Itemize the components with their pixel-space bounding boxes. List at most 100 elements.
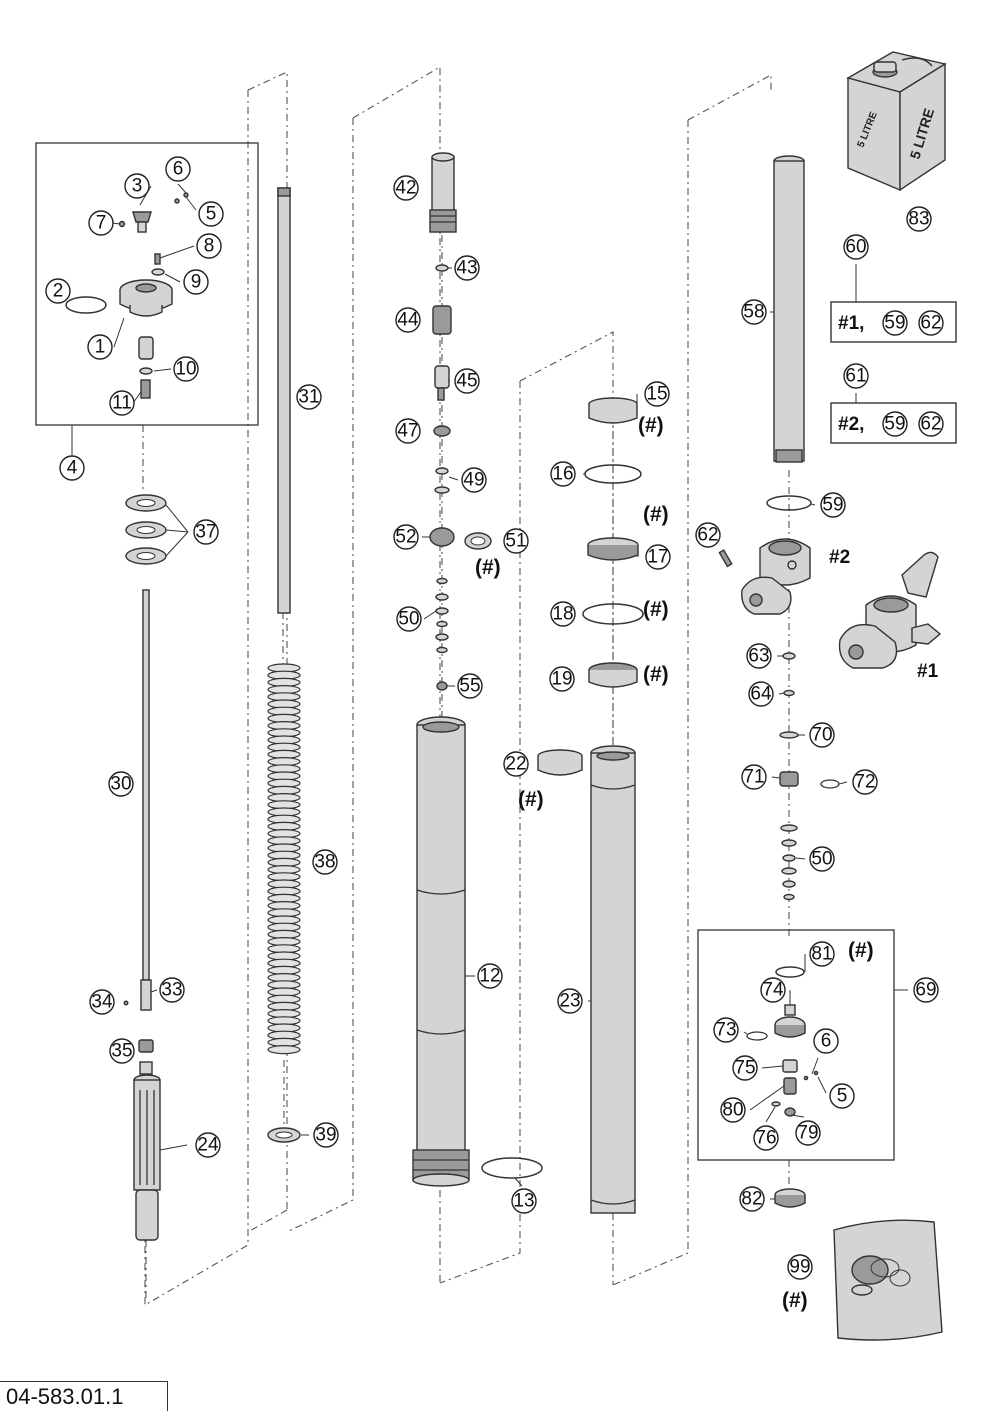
callout-76: 76 <box>755 1128 776 1149</box>
callout-circle-24 <box>195 1132 221 1158</box>
callout-19: 19 <box>551 669 572 690</box>
callout-6b: 6 <box>821 1031 832 1052</box>
callout-circle-1 <box>87 334 113 360</box>
callout-circle-23 <box>557 988 583 1014</box>
callout-10: 10 <box>175 359 196 380</box>
callout-50b: 50 <box>811 849 832 870</box>
callout-1: 1 <box>95 337 106 358</box>
callout-30: 30 <box>110 774 131 795</box>
callout-63: 63 <box>748 646 769 667</box>
damper-rod-group <box>123 494 189 1241</box>
callout-circle-31 <box>296 384 322 410</box>
callout-83: 83 <box>908 209 929 230</box>
callout-3: 3 <box>132 176 143 197</box>
seal-kit-bag <box>833 1219 943 1341</box>
callout-59: 59 <box>822 495 843 516</box>
kit-60: #1, 59 62 <box>830 264 957 343</box>
hash-note: (#) <box>475 556 501 579</box>
callout-circle-16 <box>550 461 576 487</box>
callout-73: 73 <box>715 1020 736 1041</box>
callout-23: 23 <box>559 991 580 1012</box>
triple-clamp-1 <box>838 551 942 669</box>
callout-8: 8 <box>204 236 215 257</box>
callout-circle-70 <box>809 722 835 748</box>
callout-16: 16 <box>552 464 573 485</box>
callout-circle-37 <box>193 519 219 545</box>
callout-61: 61 <box>845 366 866 387</box>
hash-note: (#) <box>643 598 669 621</box>
callout-circle-64 <box>748 681 774 707</box>
hash-note: (#) <box>782 1289 808 1312</box>
callout-24: 24 <box>197 1135 219 1156</box>
callout-18: 18 <box>552 604 573 625</box>
kit-60-text: #1, <box>838 313 864 334</box>
callout-5: 5 <box>206 204 217 225</box>
callout-82: 82 <box>741 1189 762 1210</box>
callout-circle-79 <box>795 1120 821 1146</box>
hash-note: (#) <box>518 788 544 811</box>
callout-circle-13 <box>511 1188 537 1214</box>
callout-50: 50 <box>398 609 419 630</box>
callout-72: 72 <box>854 772 875 793</box>
callout-circle-22 <box>503 751 529 777</box>
callout-circle-7 <box>88 210 114 236</box>
triple-clamp-2 <box>718 538 811 615</box>
callout-circle-5b <box>829 1083 855 1109</box>
callout-69: 69 <box>915 980 936 1001</box>
callout-circle-99 <box>787 1254 813 1280</box>
callout-33: 33 <box>161 980 182 1001</box>
callout-circle-2 <box>45 278 71 304</box>
callout-circle-6b <box>813 1028 839 1054</box>
right-column-group <box>697 155 942 1208</box>
callout-39: 39 <box>315 1125 336 1146</box>
callout-99: 99 <box>789 1257 810 1278</box>
callout-circle-76 <box>753 1125 779 1151</box>
callout-34: 34 <box>91 992 113 1013</box>
callout-circle-10 <box>173 356 199 382</box>
callout-circle-60 <box>843 234 869 260</box>
callout-circle-19 <box>549 666 575 692</box>
callout-circle-71 <box>741 764 767 790</box>
callout-15: 15 <box>646 384 667 405</box>
callout-circle-73 <box>713 1017 739 1043</box>
callout-circle-35 <box>109 1038 135 1064</box>
callout-11: 11 <box>112 393 132 414</box>
callout-22: 22 <box>505 754 526 775</box>
hash-note: (#) <box>638 414 664 437</box>
callout-62: 62 <box>697 525 718 546</box>
kit-60-part-b: 62 <box>920 313 941 334</box>
callout-60: 60 <box>845 237 866 258</box>
callout-circle-6 <box>165 156 191 182</box>
callout-71: 71 <box>743 767 764 788</box>
callout-47: 47 <box>397 421 418 442</box>
callout-circle-51 <box>503 528 529 554</box>
callout-circle-17 <box>645 544 671 570</box>
callout-4: 4 <box>67 458 78 479</box>
callout-38: 38 <box>314 852 335 873</box>
hash-note: (#) <box>643 503 669 526</box>
callout-52: 52 <box>395 527 416 548</box>
callout-45: 45 <box>456 371 477 392</box>
callout-17: 17 <box>647 547 668 568</box>
spring-coil <box>267 1044 301 1055</box>
callout-55: 55 <box>459 676 480 697</box>
callout-51: 51 <box>505 531 526 552</box>
callout-circle-83 <box>906 206 932 232</box>
fork-spring <box>267 663 301 1055</box>
callout-circle-82 <box>739 1186 765 1212</box>
callout-circle-9 <box>183 269 209 295</box>
callout-circle-45 <box>454 368 480 394</box>
callout-58: 58 <box>743 302 764 323</box>
callout-circle-52 <box>393 524 419 550</box>
cap-assembly-group <box>35 142 259 455</box>
callout-circle-42 <box>393 175 419 201</box>
callout-31: 31 <box>298 387 319 408</box>
callout-circle-38 <box>312 849 338 875</box>
callout-circle-44 <box>395 307 421 333</box>
callout-circle-80 <box>720 1097 746 1123</box>
part-callouts: 1234567891011373034333524313839424344454… <box>45 156 939 1280</box>
callout-circle-75 <box>732 1055 758 1081</box>
callout-43: 43 <box>456 258 477 279</box>
callout-42: 42 <box>395 178 416 199</box>
